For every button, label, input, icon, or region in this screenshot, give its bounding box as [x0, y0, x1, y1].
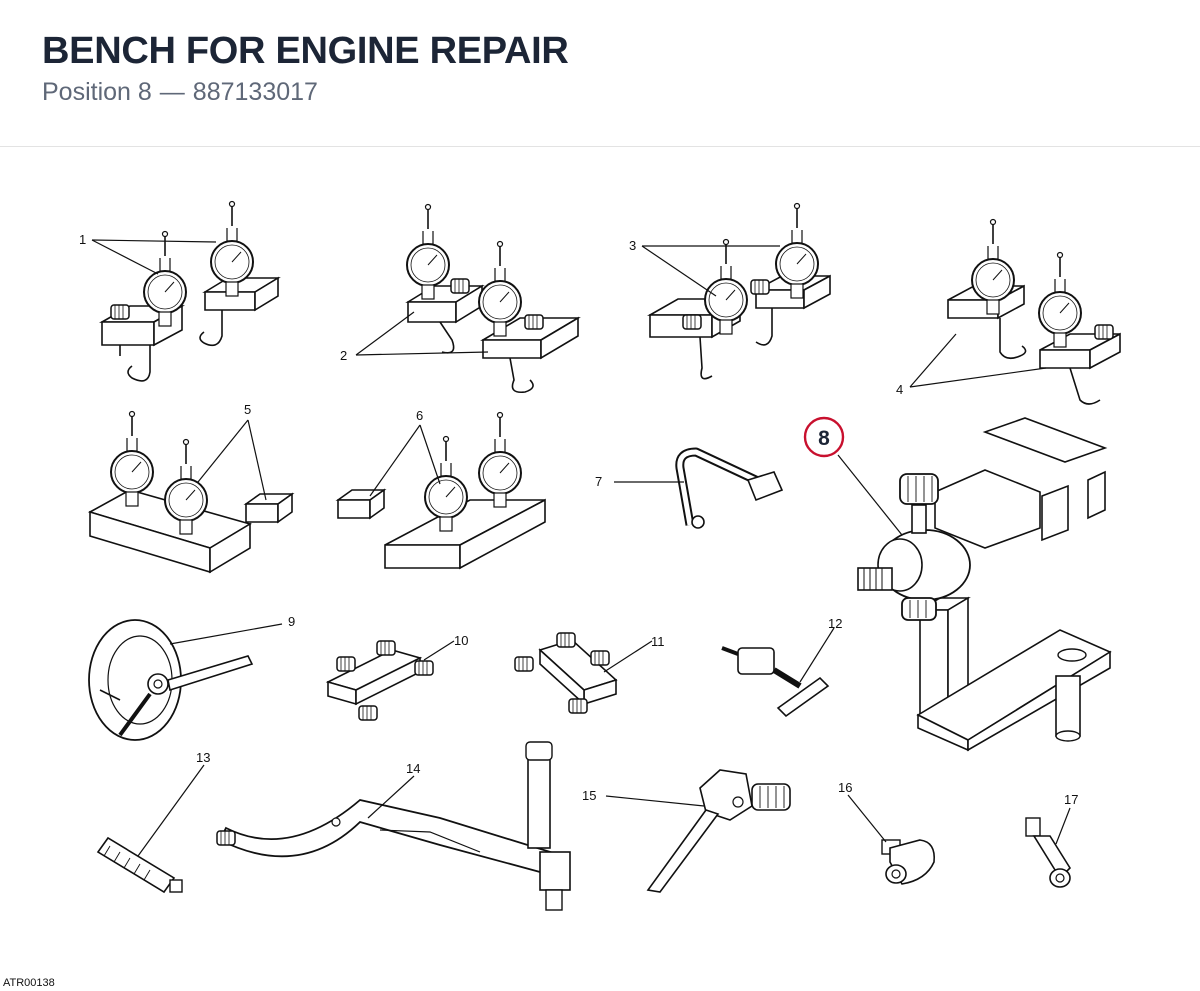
callout-10: 10	[454, 633, 468, 648]
part-13-knurled-pin	[96, 836, 183, 894]
part-4-gauge-set	[947, 218, 1121, 405]
part-11-fixture	[514, 632, 618, 714]
callout-9: 9	[288, 614, 295, 629]
part-9-degree-wheel	[88, 619, 254, 741]
part-6-gauge-set	[337, 411, 546, 570]
part-10-fixture	[325, 640, 434, 721]
callout-14: 14	[406, 761, 420, 776]
callout-4: 4	[896, 382, 903, 397]
callout-7: 7	[595, 474, 602, 489]
subtitle-separator: —	[159, 78, 185, 106]
part-2-gauge-set	[405, 203, 581, 394]
callout-2: 2	[340, 348, 347, 363]
part-5-gauge-set	[87, 410, 293, 574]
part-7-bracket	[675, 447, 784, 529]
part-8-bench	[857, 417, 1112, 752]
callout-11: 11	[651, 634, 665, 649]
part-12-puller	[721, 646, 830, 718]
part-1-gauge-set	[98, 200, 281, 382]
drawing-code: ATR00138	[3, 977, 55, 989]
callout-15: 15	[582, 788, 596, 803]
callout-labels: 1 2 3 4 5 6 7 9 10 11 12 13 14 15 16 17	[79, 232, 1078, 807]
page-title: BENCH FOR ENGINE REPAIR	[42, 30, 569, 72]
callout-5: 5	[244, 402, 251, 417]
callout-8-highlight[interactable]: 8	[803, 416, 845, 458]
part-16-socket	[881, 839, 936, 885]
part-3-gauge-set	[646, 202, 831, 380]
callout-12: 12	[828, 616, 842, 631]
part-code: 887133017	[192, 78, 318, 106]
callout-17: 17	[1064, 792, 1078, 807]
callout-6: 6	[416, 408, 423, 423]
header: BENCH FOR ENGINE REPAIR Position 8—88713…	[0, 0, 1200, 147]
callout-3: 3	[629, 238, 636, 253]
position-label: Position 8	[42, 78, 152, 106]
callout-16: 16	[838, 780, 852, 795]
page-subtitle: Position 8—887133017	[42, 78, 318, 107]
part-17-wrench	[1025, 817, 1072, 888]
part-14-support-arm	[216, 741, 571, 911]
part-15-lever	[646, 769, 791, 893]
leader-lines	[91, 239, 1071, 857]
callout-8: 8	[818, 427, 830, 450]
callout-1: 1	[79, 232, 86, 247]
callout-13: 13	[196, 750, 210, 765]
